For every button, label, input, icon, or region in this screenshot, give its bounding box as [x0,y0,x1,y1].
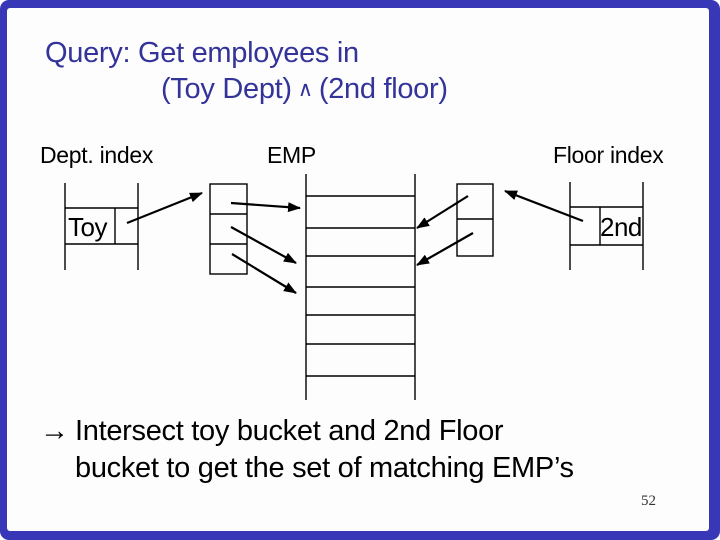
dept-index-label: Dept. index [40,142,154,168]
note-line-1-text: Intersect toy bucket and 2nd Floor [75,415,504,447]
title-line2-right: (2nd floor) [318,73,448,105]
slide-background [7,8,709,531]
floor-index-label: Floor index [553,142,664,168]
slide-title-line-1: Query: Get employees in [45,37,359,69]
title-line2-left: (Toy Dept) [161,73,292,105]
arrow-right-icon: → [40,415,69,447]
second-floor-key-cell-label: 2nd [600,212,642,242]
note-line-2: bucket to get the set of matching EMP’s [75,452,574,484]
slide-title-line-2: (Toy Dept)∧(2nd floor) [161,73,448,106]
emp-table-label: EMP [267,142,316,168]
page-number: 52 [641,493,656,509]
logical-and-symbol: ∧ [297,78,313,101]
intersect-note: →Intersect toy bucket and 2nd Floor buck… [40,413,574,487]
toy-key-cell-label: Toy [68,212,107,242]
note-line-1: →Intersect toy bucket and 2nd Floor [40,413,574,450]
